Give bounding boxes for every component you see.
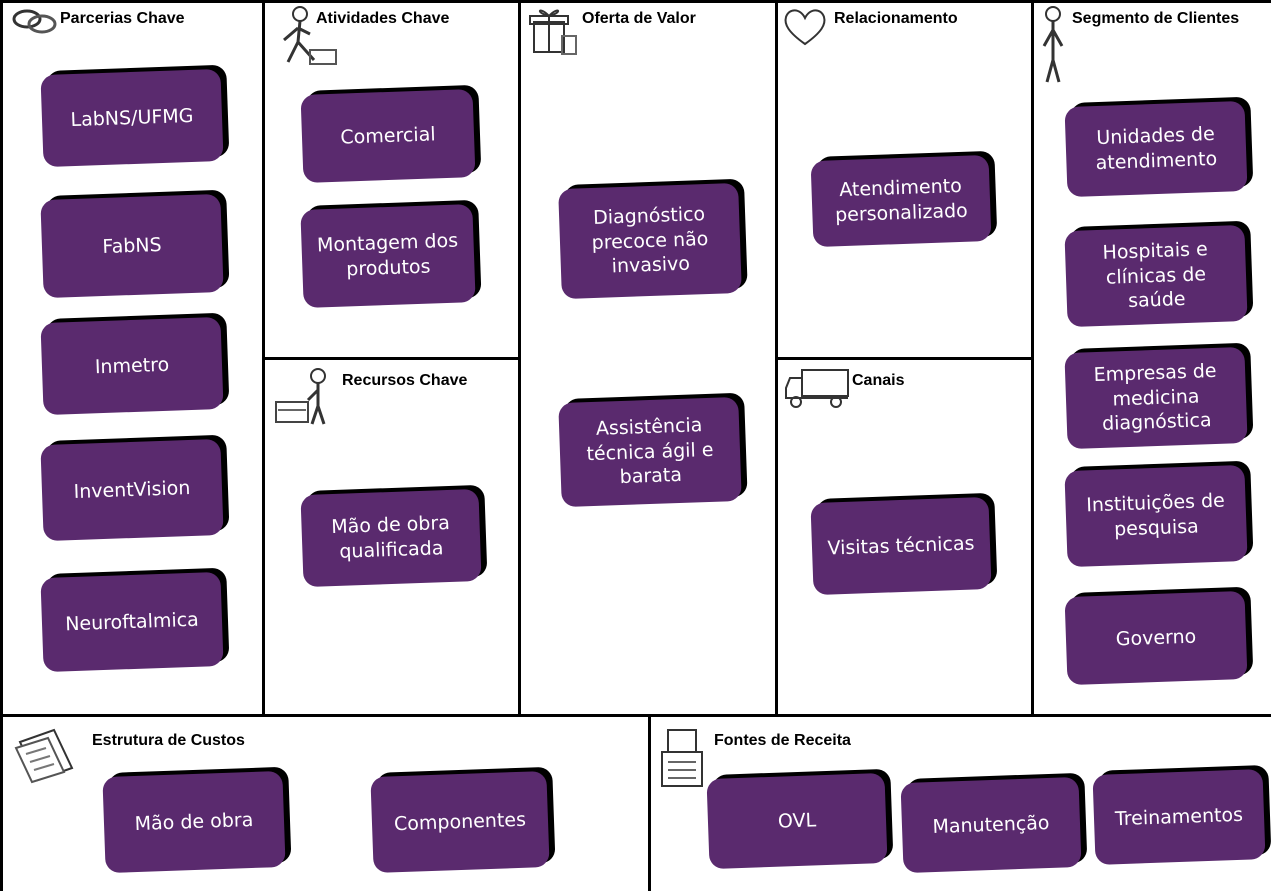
section-title: Parcerias Chave — [60, 10, 185, 27]
person-working-icon — [283, 6, 337, 65]
sticky-note: Visitas técnicas — [810, 496, 992, 596]
sticky-note: Empresas de medicina diagnóstica — [1064, 346, 1248, 450]
sticky-note: OVL — [706, 772, 888, 870]
section-title: Atividades Chave — [316, 10, 450, 27]
sticky-note: InventVision — [40, 438, 224, 542]
section-title: Segmento de Clientes — [1072, 10, 1240, 27]
section-title: Fontes de Receita — [714, 732, 851, 749]
sticky-note: LabNS/UFMG — [40, 68, 224, 168]
sticky-note: Mão de obra — [102, 770, 286, 874]
sticky-note: Governo — [1064, 590, 1248, 686]
sticky-note: Treinamentos — [1092, 769, 1266, 865]
cash-register-icon — [661, 729, 703, 787]
sticky-note: Manutenção — [900, 776, 1082, 874]
sticky-note: Neuroftalmica — [40, 571, 224, 673]
sticky-note: Montagem dos produtos — [300, 204, 476, 308]
person-standing-icon — [1042, 6, 1064, 83]
sticky-note: Hospitais e clínicas de saúde — [1064, 224, 1248, 328]
section-title: Oferta de Valor — [582, 10, 696, 27]
papers-icon — [14, 728, 74, 784]
section-title: Estrutura de Custos — [92, 732, 245, 749]
sticky-note: Componentes — [370, 770, 550, 874]
sticky-note: Mão de obra qualificada — [300, 488, 482, 588]
gift-box-icon — [529, 9, 577, 55]
sticky-note: Unidades de atendimento — [1064, 100, 1248, 198]
heart-icon — [784, 9, 826, 46]
person-with-machine-icon — [275, 368, 326, 425]
section-title: Relacionamento — [834, 10, 958, 27]
section-title: Recursos Chave — [342, 372, 468, 389]
section-oferta-de-valor — [518, 0, 778, 717]
sticky-note: Assistência técnica ágil e barata — [558, 396, 742, 508]
sticky-note: Atendimento personalizado — [810, 154, 992, 248]
sticky-note: Comercial — [300, 89, 476, 183]
chain-links-icon — [12, 9, 57, 34]
section-title: Canais — [852, 372, 905, 389]
truck-icon — [785, 369, 849, 408]
sticky-note: Instituições de pesquisa — [1064, 464, 1248, 568]
sticky-note: FabNS — [40, 193, 224, 299]
sticky-note: Diagnóstico precoce não invasivo — [558, 182, 742, 300]
sticky-note: Inmetro — [40, 316, 224, 416]
